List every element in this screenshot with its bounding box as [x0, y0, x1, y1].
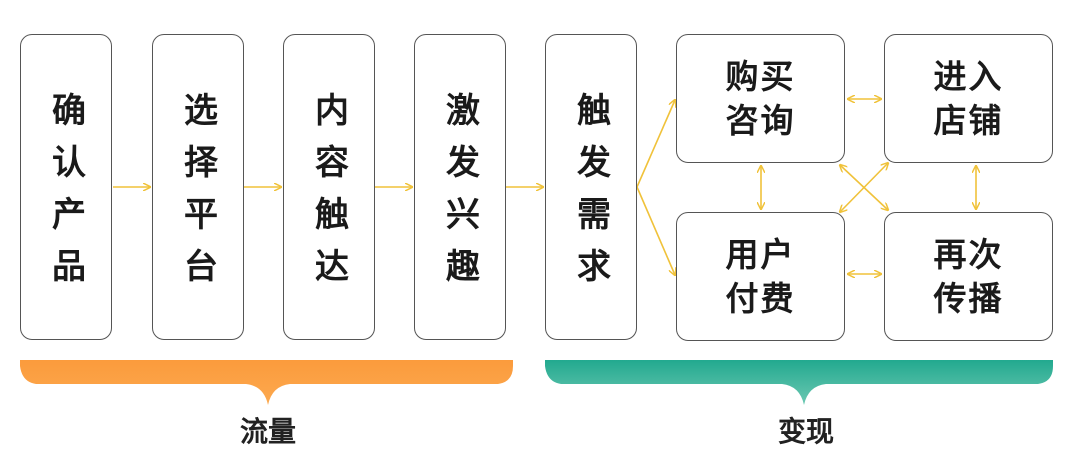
node-re-share: 再次传播 [884, 212, 1053, 341]
node-purchase-consult: 购买咨询 [676, 34, 845, 163]
step-choose-platform: 选择平台 [152, 34, 244, 340]
monetization-label: 变现 [777, 415, 835, 448]
node-enter-store: 进入店铺 [884, 34, 1053, 163]
step-label: 触发需求 [570, 92, 611, 300]
node-user-payment: 用户付费 [676, 212, 845, 341]
node-label: 进入店铺 [933, 56, 1004, 140]
step-content-reach: 内容触达 [283, 34, 375, 340]
node-label: 购买咨询 [725, 56, 796, 140]
step-trigger-demand: 触发需求 [545, 34, 637, 340]
node-label: 再次传播 [933, 234, 1004, 318]
arrow-5-consult [636, 100, 675, 188]
step-confirm-product: 确认产品 [20, 34, 112, 340]
step-spark-interest: 激发兴趣 [414, 34, 506, 340]
step-label: 选择平台 [177, 92, 218, 300]
monetization-bracket [545, 360, 1053, 405]
step-label: 确认产品 [45, 92, 86, 300]
arrow-store-payment [840, 163, 888, 212]
step-label: 内容触达 [308, 92, 349, 300]
step-label: 激发兴趣 [439, 92, 480, 300]
node-label: 用户付费 [725, 234, 796, 318]
arrow-5-payment [636, 186, 675, 275]
traffic-label: 流量 [239, 415, 297, 448]
traffic-bracket [20, 360, 513, 405]
